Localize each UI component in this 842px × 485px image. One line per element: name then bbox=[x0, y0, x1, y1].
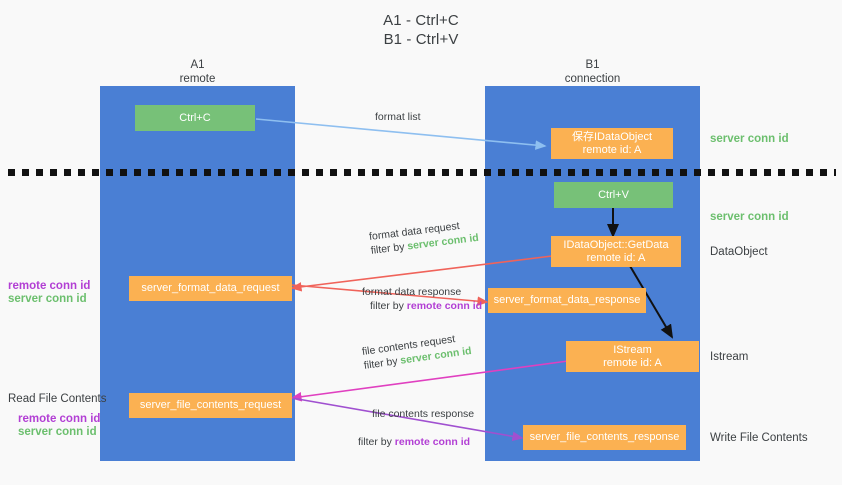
label-server-conn-id-mid: server conn id bbox=[710, 211, 789, 223]
column-a1-sub: remote bbox=[179, 73, 216, 85]
box-ctrl-v-label: Ctrl+V bbox=[598, 188, 629, 201]
flow-label-format-data-response: format data response filter by remote co… bbox=[362, 285, 482, 313]
box-ctrl-c[interactable]: Ctrl+C bbox=[135, 105, 255, 131]
box-save-idataobject[interactable]: 保存IDataObject remote id: A bbox=[551, 128, 673, 159]
box-server-format-data-request[interactable]: server_format_data_request bbox=[129, 276, 292, 301]
label-server-conn-id-upper: server conn id bbox=[8, 293, 87, 305]
box-server-file-contents-request[interactable]: server_file_contents_request bbox=[129, 393, 292, 418]
box-save-idataobject-line2: remote id: A bbox=[582, 143, 642, 156]
label-istream: Istream bbox=[710, 351, 749, 363]
label-remote-conn-id-upper: remote conn id bbox=[8, 280, 91, 292]
column-header-a1: A1 remote bbox=[100, 58, 295, 86]
dashed-divider bbox=[8, 169, 836, 176]
diagram-title-line1: A1 - Ctrl+C bbox=[383, 12, 459, 29]
box-istream-line2: remote id: A bbox=[603, 356, 662, 369]
flow-file-contents-response-filter-prefix: filter by bbox=[358, 436, 395, 448]
column-header-b1: B1 connection bbox=[485, 58, 700, 86]
diagram-title-line2: B1 - Ctrl+V bbox=[383, 31, 459, 48]
flow-file-contents-response-filter-value: remote conn id bbox=[394, 436, 471, 448]
flow-format-data-response-filter-value: remote conn id bbox=[406, 300, 483, 312]
box-server-format-data-response-label: server_format_data_response bbox=[493, 294, 641, 306]
flow-format-data-request-filter-prefix: filter by bbox=[370, 240, 409, 257]
box-server-format-data-request-label: server_format_data_request bbox=[141, 282, 280, 294]
flow-file-contents-response-line1: file contents response bbox=[372, 408, 475, 420]
label-server-conn-id-top: server conn id bbox=[710, 133, 789, 145]
flow-label-format-data-request: format data request filter by server con… bbox=[368, 217, 479, 258]
flow-format-data-response-filter-prefix: filter by bbox=[370, 300, 407, 312]
box-istream[interactable]: IStream remote id: A bbox=[566, 341, 699, 372]
box-idataobject-getdata-line2: remote id: A bbox=[586, 251, 646, 264]
box-save-idataobject-line1: 保存IDataObject bbox=[571, 130, 653, 143]
label-write-file-contents: Write File Contents bbox=[710, 432, 808, 444]
box-server-file-contents-response-label: server_file_contents_response bbox=[529, 431, 680, 443]
flow-label-file-contents-response: file contents response filter by remote … bbox=[358, 407, 474, 449]
box-ctrl-v[interactable]: Ctrl+V bbox=[554, 182, 673, 208]
box-istream-line1: IStream bbox=[613, 343, 652, 356]
box-server-file-contents-request-label: server_file_contents_request bbox=[139, 399, 282, 411]
flow-file-contents-response-filter: filter by remote conn id bbox=[358, 435, 470, 449]
column-a1-name: A1 bbox=[190, 59, 205, 71]
label-server-conn-id-lower: server conn id bbox=[18, 426, 97, 438]
flow-label-format-list: format list bbox=[375, 111, 421, 123]
flow-file-contents-request-filter-prefix: filter by bbox=[363, 354, 402, 372]
column-b1-name: B1 bbox=[585, 59, 600, 71]
box-server-format-data-response[interactable]: server_format_data_response bbox=[488, 288, 646, 313]
box-idataobject-getdata[interactable]: IDataObject::GetData remote id: A bbox=[551, 236, 681, 267]
column-b1-sub: connection bbox=[564, 73, 621, 85]
box-idataobject-getdata-line1: IDataObject::GetData bbox=[563, 238, 669, 251]
flow-label-file-contents-request: file contents request filter by server c… bbox=[361, 330, 472, 373]
label-remote-conn-id-lower: remote conn id bbox=[18, 413, 101, 425]
box-server-file-contents-response[interactable]: server_file_contents_response bbox=[523, 425, 686, 450]
label-dataobject: DataObject bbox=[710, 246, 768, 258]
flow-format-data-response-filter: filter by remote conn id bbox=[370, 299, 482, 313]
box-ctrl-c-label: Ctrl+C bbox=[179, 111, 211, 124]
flow-format-data-response-line1: format data response bbox=[362, 286, 462, 298]
label-read-file-contents: Read File Contents bbox=[8, 393, 107, 405]
